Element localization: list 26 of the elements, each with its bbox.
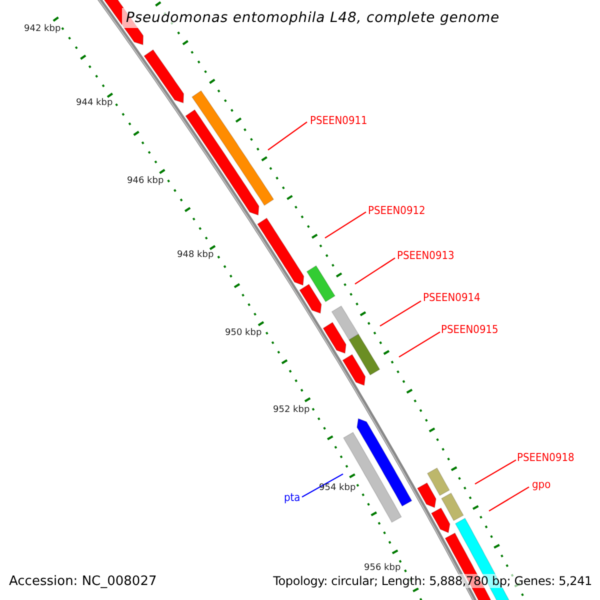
leader-line (488, 486, 530, 512)
leader-line (324, 212, 366, 238)
gene-label: gpo (532, 478, 551, 491)
gene-label: PSEEN0914 (423, 291, 480, 304)
tick-label: 950 kbp (225, 328, 262, 339)
gene-label: PSEEN0912 (368, 204, 426, 217)
tick-label: 942 kbp (24, 24, 61, 35)
gene-label: PSEEN0913 (397, 249, 454, 262)
tick-label: 944 kbp (76, 98, 113, 109)
leader-line (474, 459, 516, 485)
leader-line (302, 473, 344, 498)
tick-label: 952 kbp (273, 405, 310, 416)
leader-line (268, 122, 308, 150)
tick-label: 948 kbp (177, 250, 214, 261)
leader-line (380, 300, 422, 327)
gene-label: PSEEN0911 (310, 114, 368, 127)
tick-label: 956 kbp (364, 563, 401, 574)
accession-text: Accession: NC_008027 (9, 574, 157, 589)
gene-label: pta (284, 491, 300, 504)
tick-label: 946 kbp (127, 176, 164, 187)
leader-line (398, 331, 440, 358)
leader-line (354, 258, 396, 284)
gene-label: PSEEN0915 (441, 323, 498, 336)
genome-info-text: Topology: circular; Length: 5,888,780 bp; Genes: 5,241 (273, 574, 592, 588)
tick-label: 954 kbp (319, 483, 356, 494)
gene-label: PSEEN0918 (517, 451, 574, 464)
